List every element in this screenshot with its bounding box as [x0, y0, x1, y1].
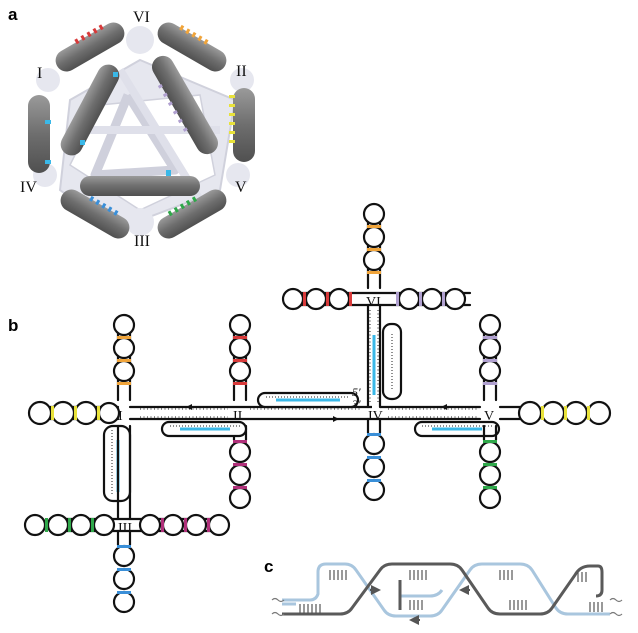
- vertex-label-i: I: [37, 65, 42, 82]
- junction-label-vi: VI: [366, 295, 381, 310]
- cylinder-left: [28, 95, 51, 173]
- hairpin-cyan-right: [413, 420, 501, 438]
- arm-yellow-right: [498, 400, 612, 426]
- cylinder-inner-bottom: [80, 170, 200, 196]
- arm-orange-vi: [362, 202, 386, 290]
- end-label-3prime: 3′: [351, 397, 361, 411]
- arm-blue-iv: [362, 417, 386, 502]
- cylinder-top-right: [157, 22, 227, 72]
- strand-direction-arrows: [370, 585, 470, 625]
- wavy-ends: [271, 597, 623, 617]
- panel-b: b: [8, 202, 612, 614]
- panel-c: c: [264, 557, 623, 625]
- base-pair-ticks: [299, 570, 603, 614]
- junction-label-iii: III: [118, 521, 132, 536]
- cylinder-bottom-right: [157, 189, 227, 239]
- arm-green-v: [478, 424, 502, 510]
- panel-c-label: c: [264, 557, 273, 576]
- cylinder-top-left: [55, 22, 125, 72]
- vertex-label-ii: II: [236, 63, 247, 80]
- cylinder-inner-right: [152, 55, 218, 155]
- panel-a: a: [8, 5, 255, 250]
- crossover-dark-strands: [282, 562, 604, 616]
- arm-magenta-ii: [228, 424, 252, 510]
- arm-red-ii: [228, 313, 252, 402]
- arm-yellow-left: [27, 400, 121, 426]
- cylinder-right: [229, 88, 255, 162]
- duplex-row-iii: [23, 424, 231, 537]
- crossover-light-strands: [282, 562, 610, 618]
- arm-blue-iii: [112, 529, 136, 614]
- panel-b-label: b: [8, 316, 18, 335]
- hairpin-cyan-center: [256, 391, 360, 409]
- panel-a-label: a: [8, 5, 18, 24]
- junction-label-ii: II: [233, 409, 243, 424]
- vertex-label-v: V: [235, 179, 247, 196]
- cylinder-inner-left: [60, 64, 120, 156]
- junction-label-i: I: [118, 409, 123, 424]
- junction-label-v: V: [484, 409, 494, 424]
- vertex-label-vi: VI: [133, 9, 150, 26]
- hairpin-cyan-vertical-right: [381, 322, 403, 401]
- duplex-column-iv: [366, 303, 382, 409]
- hairpin-cyan-left: [160, 420, 248, 438]
- cylinder-bottom-left: [60, 189, 130, 239]
- arm-orange-i: [112, 313, 136, 402]
- duplex-row-main: [128, 404, 482, 422]
- arm-purple-v: [478, 313, 502, 402]
- end-label-5prime: 5′: [352, 385, 361, 399]
- vertex-label-iii: III: [134, 233, 150, 250]
- vertex-label-iv: IV: [20, 179, 37, 196]
